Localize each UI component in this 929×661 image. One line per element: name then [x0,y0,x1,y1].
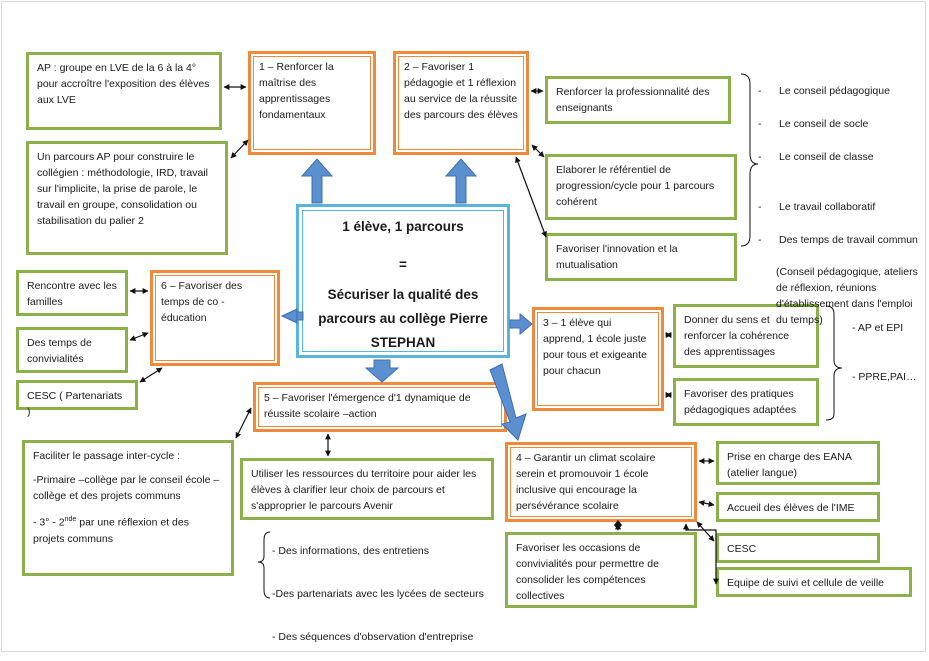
conseils-list: - Le conseil pédagogique - Le conseil de… [758,67,928,344]
parcours-avenir-item: - Des informations, des entretiens [272,545,429,557]
cesc-partenariats-text: CESC ( Partenariats ) [27,390,123,418]
axis-1-box: 1 – Renforcer la maîtrise des apprentiss… [248,51,376,155]
central-goal-subtitle: Sécuriser la qualité des parcours au col… [318,287,488,350]
cesc-right-box: CESC [716,533,880,563]
passage-inter-cycle-box: Faciliter le passage inter-cycle : -Prim… [22,440,234,576]
ressources-territoire-text: Utiliser les ressources du territoire po… [251,468,477,512]
axis-4-text: 4 – Garantir un climat scolaire serein e… [516,452,656,512]
conseils-item: - Le conseil pédagogique [758,85,890,97]
axis-4-box: 4 – Garantir un climat scolaire serein e… [505,442,697,522]
central-goal-box: 1 élève, 1 parcours = Sécuriser la quali… [296,204,510,358]
ime-text: Accueil des élèves de l'IME [727,502,855,514]
equipe-suivi-text: Equipe de suivi et cellule de veille [727,577,885,589]
sens-coherence-box: Donner du sens et renforcer la cohérence… [673,304,819,368]
occasions-convivialites-text: Favoriser les occasions de convivialités… [516,542,659,602]
ap-lve-text: AP : groupe en LVE de la 6 à la 4° pour … [37,62,210,106]
passage-3e-2nde: - 3° - 2nde par une réflexion et des pro… [33,516,189,545]
axis-6-box: 6 – Favoriser des temps de co - éducatio… [150,270,280,366]
ime-box: Accueil des élèves de l'IME [716,492,880,522]
pratiques-adaptees-box: Favoriser des pratiques pédagogiques ada… [673,378,819,426]
ap-parcours-box: Un parcours AP pour construire le collég… [26,141,228,255]
axis-5-box: 5 – Favoriser l'émergence d'1 dynamique … [253,382,507,432]
axis-5-text: 5 – Favoriser l'émergence d'1 dynamique … [264,392,471,420]
professionnalite-text: Renforcer la professionnalité des enseig… [556,86,710,114]
professionnalite-box: Renforcer la professionnalité des enseig… [545,76,731,124]
eana-box: Prise en charge des EANA (atelier langue… [716,441,880,485]
innovation-text: Favoriser l'innovation et la mutualisati… [556,243,678,271]
convivialites-box: Des temps de convivialités [16,327,128,373]
rencontre-familles-box: Rencontre avec les familles [16,270,128,316]
axis-3-text: 3 – 1 élève qui apprend, 1 école juste p… [543,317,647,377]
ap-parcours-text: Un parcours AP pour construire le collég… [37,151,209,227]
referentiel-text: Elaborer le référentiel de progression/c… [556,164,715,208]
sens-coherence-text: Donner du sens et renforcer la cohérence… [684,314,790,358]
conseils-item: - Le conseil de socle [758,118,869,130]
equipe-suivi-box: Equipe de suivi et cellule de veille [716,567,912,597]
axis-2-box: 2 – Favoriser 1 pédagogie et 1 réflexion… [393,51,529,155]
axis-2-text: 2 – Favoriser 1 pédagogie et 1 réflexion… [404,61,518,121]
pratiques-adaptees-text: Favoriser des pratiques pédagogiques ada… [684,388,797,416]
innovation-box: Favoriser l'innovation et la mutualisati… [545,233,737,281]
cesc-partenariats-box: CESC ( Partenariats ) [16,380,138,418]
parcours-avenir-list: - Des informations, des entretiens -Des … [272,527,512,661]
axis-6-text: 6 – Favoriser des temps de co - éducatio… [161,280,243,324]
cesc-right-text: CESC [727,543,757,555]
axis-1-text: 1 – Renforcer la maîtrise des apprentiss… [259,61,334,121]
referentiel-box: Elaborer le référentiel de progression/c… [545,154,737,220]
ap-lve-box: AP : groupe en LVE de la 6 à la 4° pour … [26,52,222,130]
central-goal-equals: = [399,257,407,272]
ap-epi-list: - AP et EPI - PPRE,PAI… [852,304,927,401]
occasions-convivialites-box: Favoriser les occasions de convivialités… [505,532,697,608]
ap-epi-item: - PPRE,PAI… [852,371,917,383]
conseils-item: - Des temps de travail commun [758,234,918,246]
ap-epi-item: - AP et EPI [852,322,904,334]
passage-primaire: -Primaire –collège par le conseil école … [33,474,220,502]
rencontre-familles-text: Rencontre avec les familles [27,280,117,308]
parcours-avenir-item: -Des partenariats avec les lycées de sec… [272,588,484,600]
conseils-item: - Le travail collaboratif [758,201,876,213]
central-goal-title: 1 élève, 1 parcours [342,219,464,234]
conseils-item: - Le conseil de classe [758,151,874,163]
axis-3-box: 3 – 1 élève qui apprend, 1 école juste p… [532,307,664,411]
convivialites-text: Des temps de convivialités [27,337,92,365]
parcours-avenir-item: - Des séquences d'observation d'entrepri… [272,631,474,643]
eana-text: Prise en charge des EANA (atelier langue… [727,451,852,479]
ressources-territoire-box: Utiliser les ressources du territoire po… [240,458,494,520]
passage-title: Faciliter le passage inter-cycle : [33,450,181,462]
